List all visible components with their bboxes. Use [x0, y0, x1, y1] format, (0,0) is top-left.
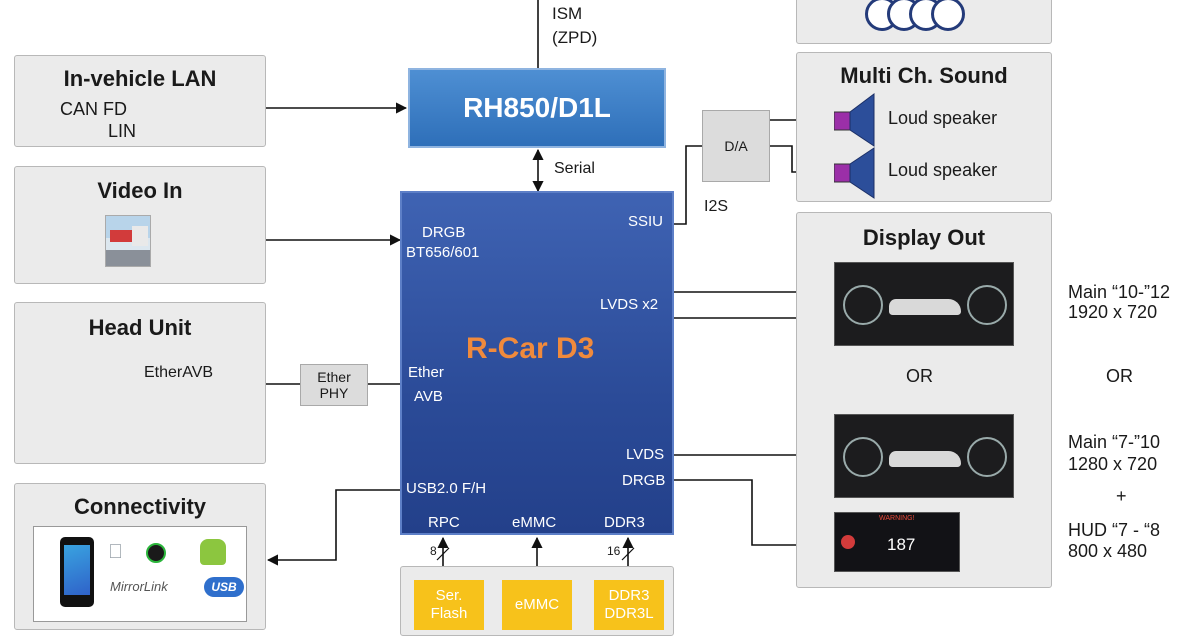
video-in-title: Video In	[97, 178, 183, 203]
speed-gauge-icon	[843, 285, 883, 325]
i2s-label: I2S	[704, 198, 729, 215]
usb-port-label: USB2.0 F/H	[406, 480, 487, 497]
display-out-title: Display Out	[862, 225, 986, 250]
circular-logo-icon	[865, 0, 975, 33]
spec2-line2: 1280 x 720	[1068, 454, 1158, 474]
drgb-out-label: DRGB	[622, 472, 666, 489]
apple-icon: 	[108, 541, 123, 564]
etheravb-label: EtherAVB	[144, 364, 214, 381]
spec1-line2: 1920 x 720	[1068, 302, 1158, 322]
zpd-label: (ZPD)	[552, 28, 598, 47]
drgb-out-arrow	[672, 479, 834, 551]
connectivity-devices:  MirrorLink USB	[33, 526, 247, 622]
rpm-gauge-icon	[967, 285, 1007, 325]
ddr-bus-slash	[621, 547, 635, 561]
serial-label: Serial	[554, 160, 595, 177]
car-image-icon	[889, 299, 961, 315]
main-display-screen-1	[834, 262, 1014, 346]
i2s-line	[672, 145, 702, 225]
in-vehicle-lan-title: In-vehicle LAN	[63, 66, 217, 91]
ser-flash-line2: Flash	[430, 605, 468, 622]
hud-display-screen: WARNING! 187	[834, 512, 960, 572]
speed-gauge-icon	[843, 437, 883, 477]
mirrorlink-logo: MirrorLink	[110, 579, 168, 594]
emmc-block: eMMC	[502, 580, 572, 630]
ether-phy-box: Ether PHY	[300, 364, 368, 406]
rh850-block: RH850/D1L	[408, 68, 666, 148]
ddr-line2: DDR3L	[604, 605, 654, 622]
plus-label: +	[1116, 486, 1127, 506]
warning-icon	[841, 535, 855, 549]
ssiu-label: SSIU	[628, 213, 664, 230]
ether-phy-line2: PHY	[319, 385, 349, 401]
in-vehicle-lan-panel: In-vehicle LAN	[14, 55, 266, 147]
lin-label: LIN	[108, 121, 137, 141]
lvds-x2-label: LVDS x2	[600, 296, 659, 313]
usb-arrow	[266, 489, 402, 566]
ddr3-port-label: DDR3	[604, 514, 645, 531]
spec2-line1: Main “7-”10	[1068, 432, 1161, 452]
sound-title: Multi Ch. Sound	[840, 63, 1008, 88]
main-display-screen-2	[834, 414, 1014, 498]
drgb-in-label: DRGB	[422, 224, 466, 241]
rcar-d3-label: R-Car D3	[466, 332, 595, 365]
hud-warning-text: WARNING!	[879, 515, 915, 522]
smartphone-icon	[60, 537, 94, 607]
speaker-icons	[834, 93, 875, 199]
top-right-panel	[796, 0, 1052, 44]
head-unit-panel: Head Unit	[14, 302, 266, 464]
speaker2-label: Loud speaker	[888, 160, 998, 180]
android-auto-icon	[146, 543, 166, 563]
spec1-line1: Main “10-”12	[1068, 282, 1171, 302]
lvds-label: LVDS	[626, 446, 665, 463]
camera-image-icon	[105, 215, 151, 267]
ether-phy-line1: Ether	[317, 369, 351, 385]
head-unit-title: Head Unit	[88, 315, 192, 340]
rpc-label: RPC	[428, 514, 460, 531]
hud-speed: 187	[887, 535, 916, 554]
ether-label: Ether	[408, 364, 444, 381]
ser-flash-line1: Ser.	[435, 587, 463, 604]
car-image-icon	[889, 451, 961, 467]
bt656-label: BT656/601	[406, 244, 480, 261]
or-outer-label: OR	[1106, 366, 1133, 386]
spec3-line1: HUD “7 - “8	[1068, 520, 1161, 540]
speaker1-icon	[834, 93, 875, 147]
android-icon	[200, 539, 226, 565]
rpc-bus-slash	[436, 547, 450, 561]
speaker1-label: Loud speaker	[888, 108, 998, 128]
or-inner-label: OR	[906, 366, 933, 386]
usb-logo: USB	[204, 577, 244, 597]
rcar-d3-chip	[400, 191, 674, 535]
avb-label: AVB	[414, 388, 443, 405]
ddr3-block: DDR3 DDR3L	[594, 580, 664, 630]
connectivity-panel: Connectivity  MirrorLink USB	[14, 483, 266, 630]
speaker2-icon	[834, 147, 875, 199]
ism-label: ISM	[552, 4, 583, 23]
emmc-port-label: eMMC	[512, 514, 557, 531]
ddr-line1: DDR3	[608, 587, 650, 604]
video-in-panel: Video In	[14, 166, 266, 284]
connectivity-title: Connectivity	[73, 494, 207, 519]
serial-flash-block: Ser. Flash	[414, 580, 484, 630]
rpc-bus-width: 8	[430, 544, 437, 558]
can-fd-label: CAN FD	[60, 99, 127, 119]
da-converter-box: D/A	[702, 110, 770, 182]
spec3-line2: 800 x 480	[1068, 541, 1148, 561]
rpm-gauge-icon	[967, 437, 1007, 477]
ddr-bus-width: 16	[607, 544, 621, 558]
